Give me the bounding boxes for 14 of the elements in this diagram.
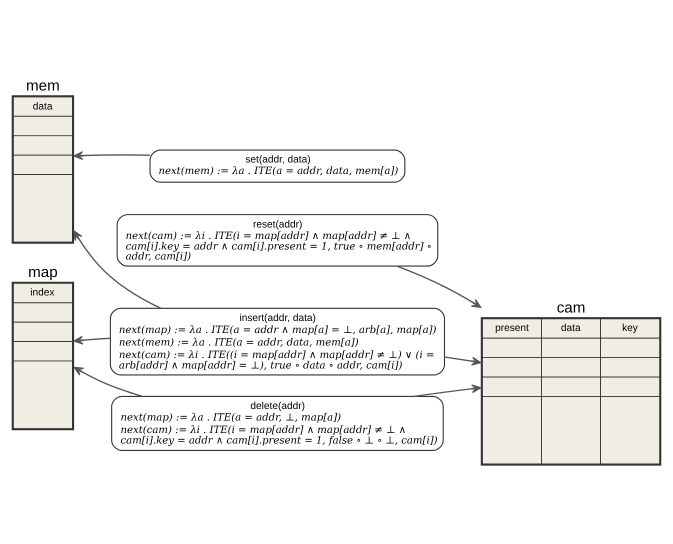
node-box: insert(addr, data) next(map) := λa . ITE(a = addr ∧ map[a] = ⊥, arb[a], map[a]) next(mem) := λa . ITE(a = addr, data, mem[a]) next(cam) := λi . ITE((i = map[addr] ∧ map[addr] ≠ ⊥) ∨ (i = arb[addr] ∧ map[addr] = ⊥), true ∘ data ∘ addr, cam[i])	[110, 308, 446, 376]
node-label: mem	[26, 78, 60, 95]
arrow	[444, 356, 482, 366]
node-box: delete(addr) next(map) := λa . ITE(a = addr, ⊥, map[a]) next(cam) := λi . ITE(i = map[addr] ∧ map[addr] ≠ ⊥ ∧ cam[i].key = addr ∧ cam[i].present = 1, false ∘ ⊥ ∘ ⊥, cam[i])	[111, 396, 444, 451]
arrow	[74, 151, 150, 160]
arrow	[414, 384, 482, 398]
node-box: set(addr, data) next(mem) := λa . ITE(a = addr, data, mem[a])	[150, 150, 406, 183]
node-label: map	[28, 264, 58, 281]
arrow	[73, 230, 162, 309]
arrow	[74, 366, 143, 398]
arrow	[74, 336, 110, 345]
node-label: cam	[556, 299, 586, 316]
arrow	[396, 266, 482, 308]
node-box: reset(addr) next(cam) := λi . ITE(i = map[addr] ∧ map[addr] ≠ ⊥ ∧ cam[i].key = addr ∧ cam[i].present = 1, true ∘ mem[addr] ∘ addr, cam[i])	[116, 214, 438, 267]
